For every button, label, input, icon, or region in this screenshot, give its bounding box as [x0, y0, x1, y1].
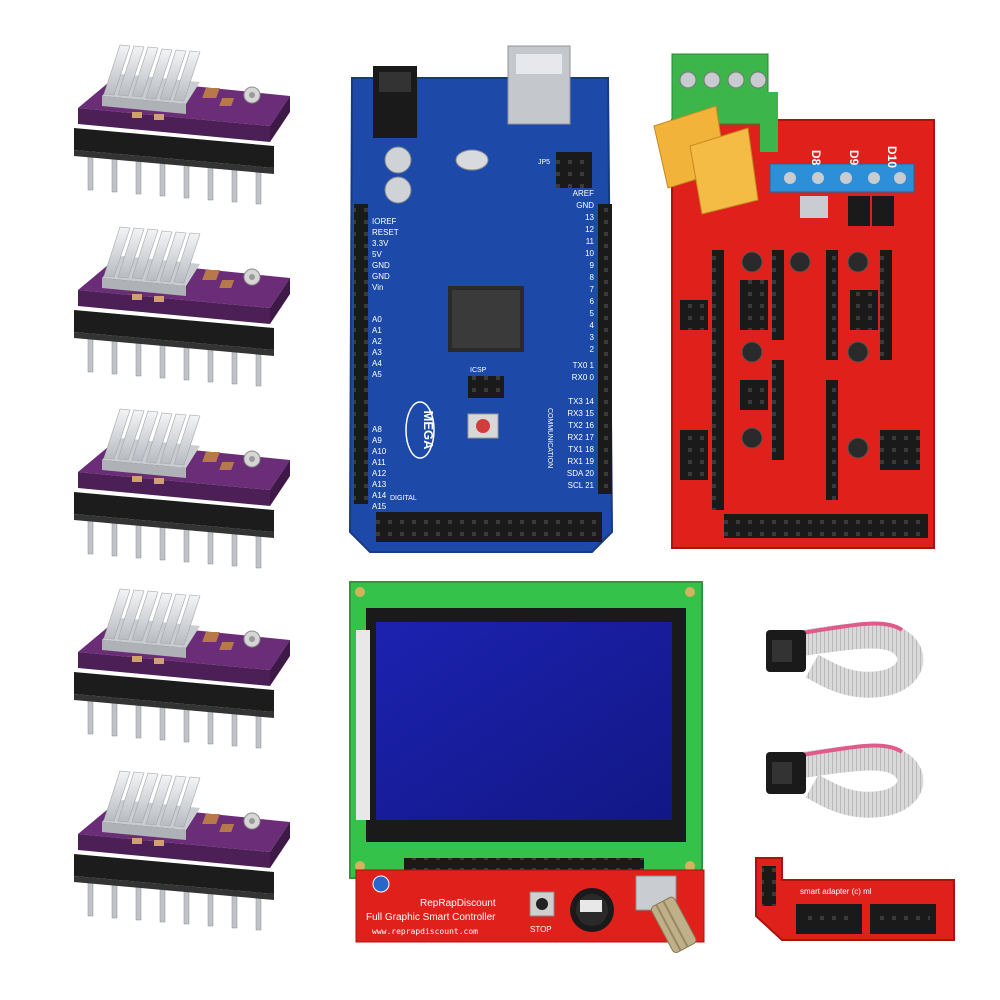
- svg-text:4: 4: [590, 321, 595, 330]
- svg-text:A3: A3: [372, 348, 382, 357]
- svg-text:A14: A14: [372, 491, 387, 500]
- smart-adapter: smart adapter (c) ml: [755, 857, 955, 941]
- svg-text:TX2 16: TX2 16: [568, 421, 594, 430]
- lcd-url: www.reprapdiscount.com: [372, 927, 478, 936]
- mega-logo: MEGA: [421, 411, 436, 451]
- stepper-driver-4: [73, 588, 291, 749]
- svg-text:11: 11: [586, 237, 595, 246]
- ramps-label-d9: D9: [847, 150, 861, 166]
- svg-text:A0: A0: [372, 315, 382, 324]
- mega-digital-section: DIGITAL: [390, 495, 417, 502]
- svg-text:A2: A2: [372, 337, 382, 346]
- svg-text:A11: A11: [372, 458, 386, 467]
- svg-text:3: 3: [590, 333, 595, 342]
- svg-text:5: 5: [590, 309, 595, 318]
- lcd-screen: [376, 622, 672, 820]
- svg-text:10: 10: [585, 249, 594, 258]
- stop-label: STOP: [530, 925, 552, 934]
- svg-text:RX0 0: RX0 0: [572, 373, 595, 382]
- svg-text:TX1 18: TX1 18: [568, 445, 594, 454]
- ribbon-cable-2: [766, 743, 924, 818]
- svg-text:SCL 21: SCL 21: [568, 481, 595, 490]
- mega-icsp-label: ICSP: [470, 367, 487, 374]
- svg-text:A4: A4: [372, 359, 382, 368]
- stepper-driver-2: [73, 226, 291, 387]
- mega-board: MEGA IOREF RESET 3.3V 5V GND GND Vin A0 …: [348, 45, 614, 553]
- svg-text:A9: A9: [372, 436, 382, 445]
- stepper-driver-5: [73, 770, 291, 931]
- svg-text:A12: A12: [372, 469, 387, 478]
- svg-text:AREF: AREF: [573, 189, 594, 198]
- svg-text:5V: 5V: [372, 250, 382, 259]
- ribbon-cable-1: [766, 621, 924, 698]
- ramps-label-d8: D8: [809, 150, 823, 166]
- svg-text:A15: A15: [372, 502, 387, 511]
- svg-text:A13: A13: [372, 480, 387, 489]
- lcd-product-name: Full Graphic Smart Controller: [366, 912, 496, 923]
- svg-text:7: 7: [590, 285, 595, 294]
- svg-text:2: 2: [590, 345, 595, 354]
- svg-text:Vin: Vin: [372, 283, 383, 292]
- svg-text:A8: A8: [372, 425, 382, 434]
- mega-comm-section: COMMUNICATION: [546, 408, 553, 468]
- stepper-driver-1: [73, 44, 291, 205]
- svg-text:A5: A5: [372, 370, 382, 379]
- svg-text:RESET: RESET: [372, 228, 399, 237]
- svg-text:6: 6: [590, 297, 595, 306]
- svg-text:13: 13: [585, 213, 594, 222]
- svg-text:12: 12: [585, 225, 594, 234]
- svg-text:TX3 14: TX3 14: [568, 397, 594, 406]
- mega-right-labels: AREF GND 13 12 11 10 9 8 7 6 5 4 3 2 TX0…: [567, 189, 595, 490]
- svg-text:8: 8: [590, 273, 595, 282]
- svg-text:GND: GND: [372, 261, 390, 270]
- svg-text:A1: A1: [372, 326, 382, 335]
- lcd-brand: RepRapDiscount: [420, 898, 496, 909]
- ramps-shield: D8 D9 D10: [653, 53, 935, 549]
- svg-text:3.3V: 3.3V: [372, 239, 389, 248]
- svg-text:IOREF: IOREF: [372, 217, 397, 226]
- ramps-power-terminal: [671, 53, 769, 125]
- ramps-fuse-2: [689, 127, 759, 215]
- contrast-pot[interactable]: [372, 875, 390, 893]
- svg-text:9: 9: [590, 261, 595, 270]
- svg-text:RX2 17: RX2 17: [567, 433, 594, 442]
- lcd-smart-controller: RepRapDiscount Full Graphic Smart Contro…: [349, 581, 705, 953]
- svg-text:A10: A10: [372, 447, 387, 456]
- svg-text:RX1 19: RX1 19: [567, 457, 594, 466]
- mega-left-labels: IOREF RESET 3.3V 5V GND GND Vin A0 A1 A2…: [372, 217, 399, 511]
- svg-text:GND: GND: [576, 201, 594, 210]
- stepper-driver-3: [73, 408, 291, 569]
- adapter-label: smart adapter (c) ml: [800, 887, 872, 896]
- ramps-label-d10: D10: [885, 146, 899, 168]
- svg-text:SDA 20: SDA 20: [567, 469, 595, 478]
- svg-text:TX0 1: TX0 1: [573, 361, 595, 370]
- svg-text:GND: GND: [372, 272, 390, 281]
- mega-jp5-label: JP5: [538, 159, 550, 166]
- svg-text:RX3 15: RX3 15: [567, 409, 594, 418]
